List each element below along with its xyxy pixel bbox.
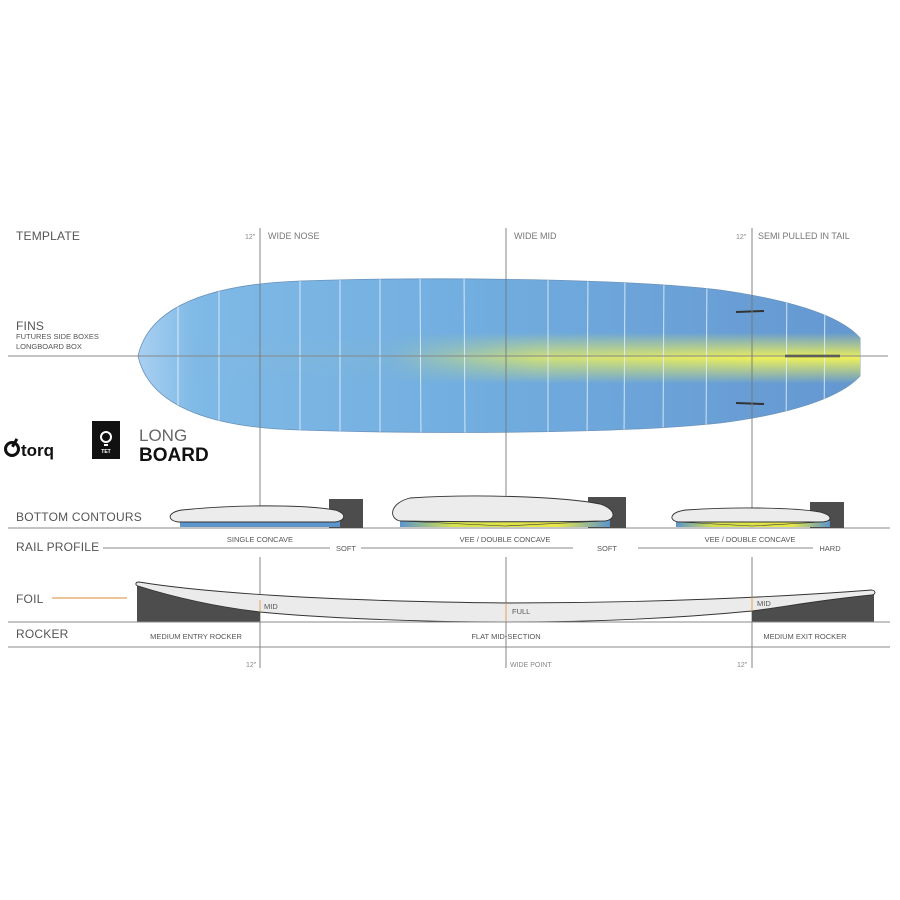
nose-contour-section bbox=[169, 499, 363, 528]
fins-longboard-box: LONGBOARD BOX bbox=[16, 342, 82, 351]
foil-tail-mid: MID bbox=[757, 599, 771, 608]
rocker-mid-label: FLAT MID-SECTION bbox=[471, 632, 540, 641]
side-fin-bottom-icon bbox=[735, 402, 765, 405]
tail-contour-section bbox=[671, 502, 844, 528]
svg-text:TET: TET bbox=[101, 449, 110, 455]
wide-nose-label: WIDE NOSE bbox=[268, 231, 320, 241]
svg-text:LONG: LONG bbox=[139, 426, 187, 445]
svg-text:torq: torq bbox=[21, 441, 54, 460]
mid-contour-label: VEE / DOUBLE CONCAVE bbox=[460, 535, 551, 544]
wide-mid-label: WIDE MID bbox=[514, 231, 557, 241]
bottom-wide-point: WIDE POINT bbox=[510, 662, 552, 669]
rail-tail-hard: HARD bbox=[819, 544, 841, 553]
foil-nose-mid: MID bbox=[264, 602, 278, 611]
nose-12in-marker: 12" bbox=[245, 234, 256, 241]
fins-side-boxes: FUTURES SIDE BOXES bbox=[16, 332, 99, 341]
foil-heading: FOIL bbox=[16, 592, 44, 606]
rocker-foil-profile bbox=[135, 581, 876, 623]
tail-12in-marker: 12" bbox=[736, 234, 747, 241]
bottom-nose-12in: 12" bbox=[246, 662, 257, 669]
nose-contour-label: SINGLE CONCAVE bbox=[227, 535, 293, 544]
svg-text:BOARD: BOARD bbox=[139, 445, 209, 466]
semi-pulled-tail-label: SEMI PULLED IN TAIL bbox=[758, 231, 850, 241]
template-heading: TEMPLATE bbox=[16, 229, 80, 243]
rail-mid-soft: SOFT bbox=[597, 544, 617, 553]
bottom-tail-12in: 12" bbox=[737, 662, 748, 669]
bottom-contours-heading: BOTTOM CONTOURS bbox=[16, 510, 142, 524]
rail-nose-soft: SOFT bbox=[336, 544, 356, 553]
mid-contour-section bbox=[392, 495, 626, 528]
side-fin-top-icon bbox=[735, 310, 765, 313]
rocker-entry-label: MEDIUM ENTRY ROCKER bbox=[150, 632, 242, 641]
tet-logo: TET bbox=[92, 421, 120, 459]
surfboard-template bbox=[137, 278, 861, 433]
rocker-heading: ROCKER bbox=[16, 627, 69, 641]
rocker-exit-label: MEDIUM EXIT ROCKER bbox=[763, 632, 847, 641]
longboard-logo: LONG BOARD bbox=[139, 426, 209, 466]
fins-heading: FINS bbox=[16, 319, 44, 333]
rail-profile-heading: RAIL PROFILE bbox=[16, 540, 99, 554]
torq-logo: torq bbox=[4, 438, 54, 460]
foil-mid-full: FULL bbox=[512, 607, 530, 616]
tail-contour-label: VEE / DOUBLE CONCAVE bbox=[705, 535, 796, 544]
